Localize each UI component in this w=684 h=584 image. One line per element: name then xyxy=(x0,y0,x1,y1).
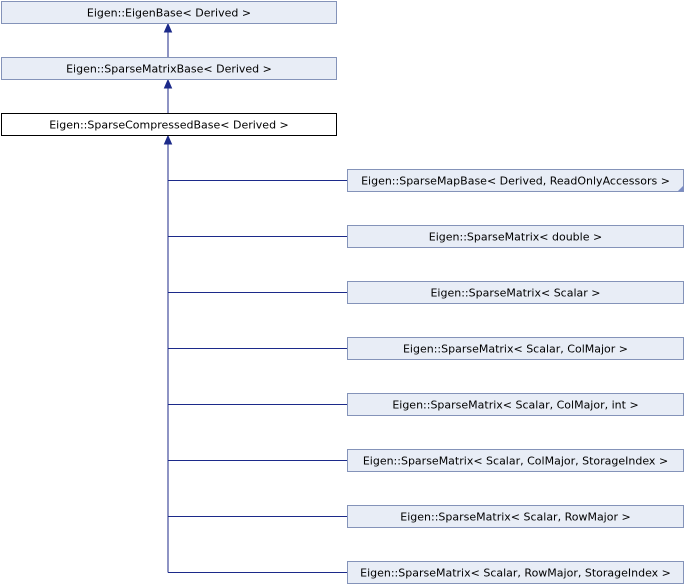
class-node-sparse-matrix-scalar-colmajor[interactable]: Eigen::SparseMatrix< Scalar, ColMajor > xyxy=(347,337,684,360)
edge-sparse-matrix-base-to-eigen-base xyxy=(163,22,173,58)
inheritance-arrow-icon xyxy=(163,22,173,33)
edge-sparse-compressed-base-to-sparse-matrix-base xyxy=(163,78,173,114)
class-node-box xyxy=(1,57,337,80)
edge-sparse-matrix-scalar-to-sparse-compressed-base xyxy=(167,144,348,293)
edge-layer xyxy=(163,22,348,573)
class-node-sparse-matrix-scalar-colmajor-int[interactable]: Eigen::SparseMatrix< Scalar, ColMajor, i… xyxy=(347,393,684,416)
edge-sparse-matrix-scalar-colmajor-to-sparse-compressed-base xyxy=(167,144,348,349)
class-node-sparse-compressed-base[interactable]: Eigen::SparseCompressedBase< Derived > xyxy=(1,113,337,136)
class-node-label: Eigen::SparseMatrix< Scalar, ColMajor, i… xyxy=(392,399,638,412)
class-node-sparse-map-base[interactable]: Eigen::SparseMapBase< Derived, ReadOnlyA… xyxy=(347,169,684,192)
edge-sparse-matrix-scalar-colmajor-storageindex-to-sparse-compressed-base xyxy=(167,144,348,461)
class-node-label: Eigen::SparseMatrix< Scalar > xyxy=(430,287,600,300)
edge-sparse-matrix-scalar-rowmajor-storageindex-to-sparse-compressed-base xyxy=(167,144,348,573)
class-node-box xyxy=(1,1,337,24)
edge-sparse-matrix-double-to-sparse-compressed-base xyxy=(167,144,348,237)
class-node-sparse-matrix-scalar-rowmajor[interactable]: Eigen::SparseMatrix< Scalar, RowMajor > xyxy=(347,505,684,528)
class-node-sparse-matrix-scalar-colmajor-storageindex[interactable]: Eigen::SparseMatrix< Scalar, ColMajor, S… xyxy=(347,449,684,472)
class-node-box xyxy=(1,113,337,136)
class-node-label: Eigen::SparseMapBase< Derived, ReadOnlyA… xyxy=(361,175,670,188)
class-node-label: Eigen::SparseCompressedBase< Derived > xyxy=(49,119,289,132)
inheritance-arrow-icon xyxy=(163,78,173,89)
inheritance-arrow-icon xyxy=(163,134,173,145)
truncation-corner-icon xyxy=(677,185,684,192)
class-node-label: Eigen::SparseMatrixBase< Derived > xyxy=(66,63,272,76)
class-node-sparse-matrix-scalar[interactable]: Eigen::SparseMatrix< Scalar > xyxy=(347,281,684,304)
class-node-label: Eigen::EigenBase< Derived > xyxy=(87,7,251,20)
edge-sparse-matrix-scalar-colmajor-int-to-sparse-compressed-base xyxy=(167,144,348,405)
class-node-label: Eigen::SparseMatrix< Scalar, RowMajor > xyxy=(400,511,630,524)
edge-sparse-map-base-to-sparse-compressed-base xyxy=(163,134,348,181)
class-node-sparse-matrix-scalar-rowmajor-storageindex[interactable]: Eigen::SparseMatrix< Scalar, RowMajor, S… xyxy=(347,561,684,584)
class-node-label: Eigen::SparseMatrix< Scalar, ColMajor, S… xyxy=(363,455,668,468)
class-node-sparse-matrix-base[interactable]: Eigen::SparseMatrixBase< Derived > xyxy=(1,57,337,80)
class-node-label: Eigen::SparseMatrix< Scalar, ColMajor > xyxy=(403,343,628,356)
class-node-label: Eigen::SparseMatrix< double > xyxy=(429,231,602,244)
class-node-sparse-matrix-double[interactable]: Eigen::SparseMatrix< double > xyxy=(347,225,684,248)
class-node-label: Eigen::SparseMatrix< Scalar, RowMajor, S… xyxy=(360,567,671,580)
class-node-eigen-base[interactable]: Eigen::EigenBase< Derived > xyxy=(1,1,337,24)
